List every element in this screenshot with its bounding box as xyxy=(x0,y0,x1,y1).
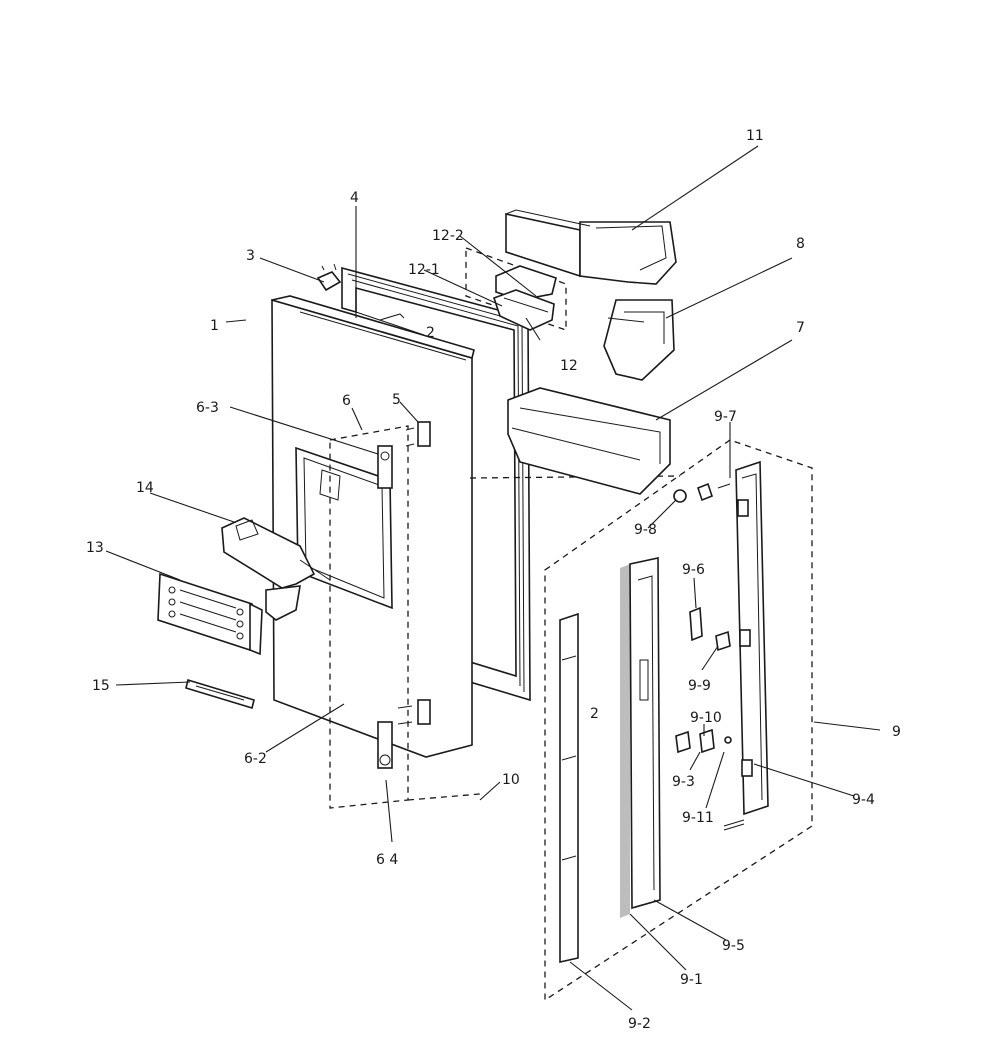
leader-lines xyxy=(105,145,881,1011)
label-1: 1 xyxy=(210,318,219,334)
label-13: 13 xyxy=(86,540,104,556)
door-axis-line xyxy=(469,475,681,479)
label-6-2: 6-2 xyxy=(244,751,267,767)
label-9-6: 9-6 xyxy=(682,562,705,578)
label-6-3: 6-3 xyxy=(196,400,219,416)
ice-tray-assembly xyxy=(465,247,567,331)
label-9-10: 9-10 xyxy=(690,710,722,726)
label-9-4: 9-4 xyxy=(852,792,875,808)
label-9-11: 9-11 xyxy=(682,810,714,826)
handle-trim xyxy=(185,678,255,710)
label-9-2: 9-2 xyxy=(628,1016,651,1032)
screw-cap xyxy=(316,263,342,292)
label-9-8: 9-8 xyxy=(634,522,657,538)
label-6: 6 xyxy=(342,393,351,409)
upper-hinge xyxy=(377,421,431,489)
label-3: 3 xyxy=(246,248,255,264)
lower-hinge xyxy=(377,699,431,769)
label-9-5: 9-5 xyxy=(722,938,745,954)
trim-strip-9-1 xyxy=(620,557,661,918)
label-11: 11 xyxy=(746,128,764,144)
dispenser-cover xyxy=(221,517,331,621)
label-9: 9 xyxy=(892,724,901,740)
label-9-7: 9-7 xyxy=(714,409,737,425)
label-2: 2 xyxy=(426,325,435,341)
label-8: 8 xyxy=(796,236,805,252)
label-12-1: 12-1 xyxy=(408,262,440,278)
door-bin-lower xyxy=(507,387,671,495)
label-9-9: 9-9 xyxy=(688,678,711,694)
assembly-9-outline xyxy=(544,439,813,1002)
door-bin-middle xyxy=(603,299,675,381)
label-9-1: 9-1 xyxy=(680,972,703,988)
part-labels: 11 8 7 4 3 12-2 12-1 12 1 2 6-3 6 5 14 1… xyxy=(86,128,901,1032)
dispenser-recess xyxy=(295,446,393,610)
label-10: 10 xyxy=(502,772,520,788)
control-panel xyxy=(157,572,263,656)
inner-liner-bottom xyxy=(407,793,481,801)
label-12-2: 12-2 xyxy=(432,228,464,244)
label-7: 7 xyxy=(796,320,805,336)
label-9-3: 9-3 xyxy=(672,774,695,790)
label-14: 14 xyxy=(136,480,154,496)
label-4: 4 xyxy=(350,190,359,206)
door-bin-upper xyxy=(505,209,677,285)
label-15: 15 xyxy=(92,678,110,694)
label-12: 12 xyxy=(560,358,578,374)
label-6-4: 6 4 xyxy=(376,852,398,868)
trim-9-4 xyxy=(735,460,769,816)
trim-strip-9-2 xyxy=(559,612,579,963)
label-5: 5 xyxy=(392,392,401,408)
label-9-2b: 2 xyxy=(590,706,599,722)
